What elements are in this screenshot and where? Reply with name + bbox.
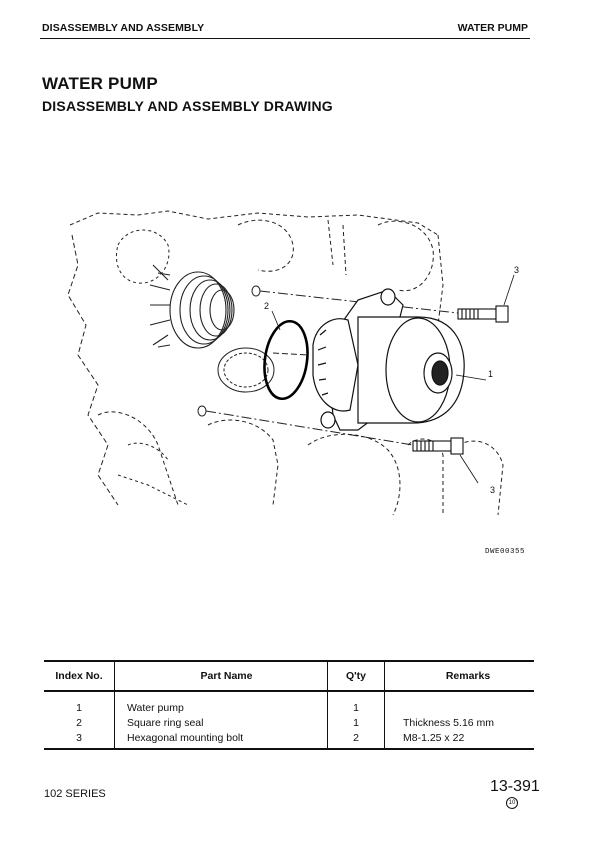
row-part-name: Water pump bbox=[114, 691, 328, 715]
footer-series: 102 SERIES bbox=[44, 788, 106, 800]
table-row: 2 Square ring seal 1 Thickness 5.16 mm bbox=[44, 715, 534, 730]
row-qty: 2 bbox=[327, 730, 385, 750]
col-part-name: Part Name bbox=[114, 660, 328, 692]
revision-mark: 10 bbox=[506, 797, 518, 809]
callout-3-bottom: 3 bbox=[490, 485, 495, 495]
parts-table: Index No. Part Name Q'ty Remarks 1 Water… bbox=[44, 660, 534, 750]
callout-1: 1 bbox=[488, 369, 493, 379]
table-row: 1 Water pump 1 bbox=[44, 691, 534, 715]
row-part-name: Hexagonal mounting bolt bbox=[114, 730, 328, 750]
col-remarks: Remarks bbox=[384, 660, 534, 692]
water-pump-exploded-drawing: 3 1 2 3 bbox=[67, 210, 519, 516]
table-row: 3 Hexagonal mounting bolt 2 M8-1.25 x 22 bbox=[44, 730, 534, 750]
row-remarks bbox=[385, 691, 535, 715]
row-index: 1 bbox=[44, 691, 115, 715]
running-header: DISASSEMBLY AND ASSEMBLY WATER PUMP bbox=[40, 22, 530, 39]
page-title: WATER PUMP bbox=[42, 74, 158, 93]
row-index: 2 bbox=[44, 715, 115, 730]
row-part-name: Square ring seal bbox=[114, 715, 328, 730]
callout-3-top: 3 bbox=[514, 265, 519, 275]
page-subtitle: DISASSEMBLY AND ASSEMBLY DRAWING bbox=[42, 98, 333, 114]
row-remarks: Thickness 5.16 mm bbox=[403, 716, 495, 729]
row-index: 3 bbox=[44, 730, 115, 750]
figure-code: DWE00355 bbox=[485, 548, 526, 556]
row-remarks: M8-1.25 x 22 bbox=[384, 730, 534, 750]
col-qty: Q'ty bbox=[327, 660, 385, 692]
callout-2: 2 bbox=[264, 301, 269, 311]
header-section-label: DISASSEMBLY AND ASSEMBLY bbox=[42, 22, 205, 34]
row-qty: 1 bbox=[327, 691, 385, 715]
row-qty: 1 bbox=[327, 715, 385, 730]
page-number: 13-391 bbox=[490, 778, 540, 795]
parts-table-header: Index No. Part Name Q'ty Remarks bbox=[44, 660, 534, 692]
header-topic-label: WATER PUMP bbox=[457, 22, 528, 34]
col-index-no: Index No. bbox=[44, 660, 115, 692]
